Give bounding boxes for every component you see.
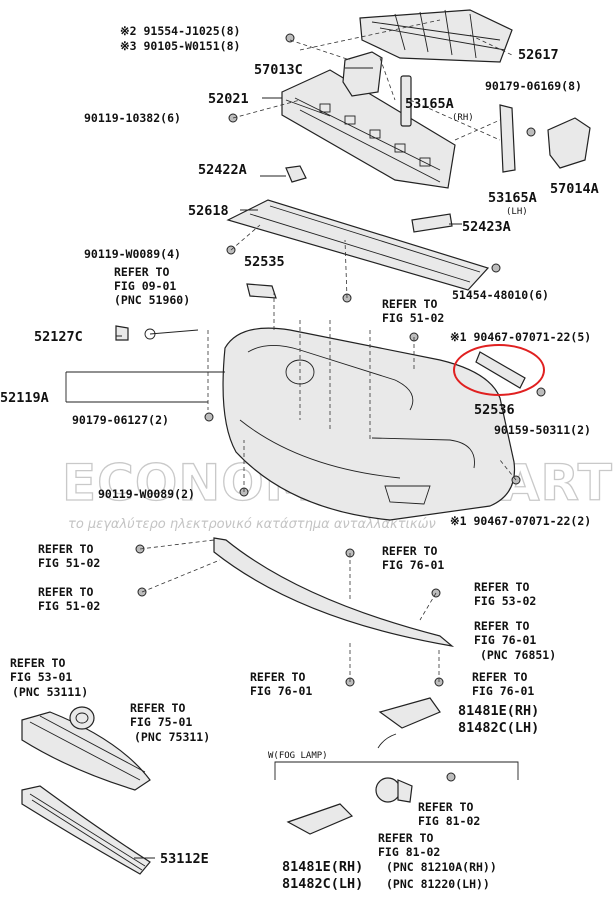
- label-refer-7601d-b: FIG 76-01: [472, 684, 534, 698]
- label-57014a: 57014A: [550, 181, 599, 197]
- part-52423a: [411, 213, 453, 233]
- label-52422a: 52422A: [198, 162, 247, 178]
- label-lh: (LH): [506, 207, 528, 217]
- label-refer-7601c-b: FIG 76-01: [250, 684, 312, 698]
- label-53165a-rh: 53165A: [405, 96, 454, 112]
- label-refer-7601d-a: REFER TO: [472, 670, 527, 684]
- leader-lines: [65, 19, 517, 859]
- label-refer-5301-c: (PNC 53111): [12, 685, 88, 699]
- part-57013c-bracket: [342, 51, 383, 97]
- label-52618: 52618: [188, 203, 229, 219]
- label-90119-w0089-2: 90119-W0089(2): [98, 487, 195, 501]
- label-refer-8102b-a: REFER TO: [378, 831, 433, 845]
- label-52119a: 52119A: [0, 390, 49, 406]
- part-fog-lamp: [375, 772, 456, 803]
- label-refer-7501-b: FIG 75-01: [130, 715, 192, 729]
- label-51454: 51454-48010(6): [452, 288, 549, 302]
- label-90119-w0089-4: 90119-W0089(4): [84, 247, 181, 261]
- label-refer-8102a-b: FIG 81-02: [418, 814, 480, 828]
- label-52021: 52021: [208, 91, 249, 107]
- part-52127c-cover: [115, 325, 199, 341]
- label-bottom-81482c: 81482C(LH): [282, 876, 363, 892]
- label-refer-7601a-b: FIG 76-01: [382, 558, 444, 572]
- label-refer-8102b-b: FIG 81-02: [378, 845, 440, 859]
- label-refer-5301-a: REFER TO: [10, 656, 65, 670]
- label-52535: 52535: [244, 254, 285, 270]
- label-90179-06169: 90179-06169(8): [485, 79, 582, 93]
- label-refer-5102c-b: FIG 51-02: [38, 599, 100, 613]
- fog-bracket-line: [274, 761, 519, 780]
- labels: ※2 91554-J1025(8) ※3 90105-W0151(8) 5261…: [0, 24, 599, 892]
- part-57014a-bracket: [547, 117, 591, 169]
- label-90159: 90159-50311(2): [494, 423, 591, 437]
- part-52021-reinforcement: [281, 69, 456, 189]
- label-refer-7601b-a: REFER TO: [474, 619, 529, 633]
- part-fog-bezel-lower: [286, 803, 354, 835]
- label-pnc-81220: (PNC 81220(LH)): [386, 877, 490, 891]
- label-refer-5302-a: REFER TO: [474, 580, 529, 594]
- label-refer-7601c-a: REFER TO: [250, 670, 305, 684]
- label-bottom-81481e: 81481E(RH): [282, 859, 363, 875]
- part-53165a-lh: [499, 104, 516, 173]
- label-fog-lamp: W(FOG LAMP): [268, 751, 328, 761]
- label-81482c-lh: 81482C(LH): [458, 720, 539, 736]
- label-refer-7601b-c: (PNC 76851): [480, 648, 556, 662]
- label-refer-8102a-a: REFER TO: [418, 800, 473, 814]
- part-53165a-rh: [400, 75, 412, 127]
- part-52119a-bumper-cover: [222, 327, 516, 521]
- label-81481e-rh: 81481E(RH): [458, 703, 539, 719]
- label-90119-10382: 90119-10382(6): [84, 111, 181, 125]
- label-refer-7601a-a: REFER TO: [382, 544, 437, 558]
- label-refer-7501-a: REFER TO: [130, 701, 185, 715]
- label-refer-5102a-b: FIG 51-02: [382, 311, 444, 325]
- part-53112e-lower-grille: [21, 785, 151, 875]
- label-91554: ※2 91554-J1025(8): [120, 24, 240, 38]
- label-refer-0901-b: FIG 09-01: [114, 279, 176, 293]
- label-refer-5102b-b: FIG 51-02: [38, 556, 100, 570]
- label-52127c: 52127C: [34, 329, 83, 345]
- part-52535: [246, 283, 277, 299]
- part-81481e-fog-bezel: [378, 697, 441, 729]
- label-refer-7501-c: (PNC 75311): [134, 730, 210, 744]
- part-emblem: [69, 706, 95, 730]
- label-refer-5301-b: FIG 53-01: [10, 670, 72, 684]
- watermark-tagline: το μεγαλύτερο ηλεκτρονικό κατάστημα αντα…: [68, 517, 436, 532]
- label-57013c: 57013C: [254, 62, 303, 78]
- label-90467-2: ※1 90467-07071-22(2): [450, 514, 591, 528]
- label-90105: ※3 90105-W0151(8): [120, 39, 240, 53]
- label-rh: (RH): [452, 113, 474, 123]
- label-52617: 52617: [518, 47, 559, 63]
- label-refer-5102a-a: REFER TO: [382, 297, 437, 311]
- label-90467-5: ※1 90467-07071-22(5): [450, 330, 591, 344]
- label-pnc-81210a: (PNC 81210A(RH)): [386, 860, 497, 874]
- label-refer-7601b-b: FIG 76-01: [474, 633, 536, 647]
- part-lower-spoiler: [213, 537, 455, 647]
- label-refer-5102c-a: REFER TO: [38, 585, 93, 599]
- label-refer-5302-b: FIG 53-02: [474, 594, 536, 608]
- highlight-ring: [453, 344, 545, 396]
- part-52422a: [285, 165, 307, 183]
- label-90179-06127: 90179-06127(2): [72, 413, 169, 427]
- label-52536: 52536: [474, 402, 515, 418]
- label-53165a-lh: 53165A: [488, 190, 537, 206]
- label-refer-0901-a: REFER TO: [114, 265, 169, 279]
- part-52617-absorber: [359, 9, 513, 63]
- part-52618-undercover: [226, 199, 490, 291]
- arrow-fog: [377, 733, 397, 749]
- label-refer-5102b-a: REFER TO: [38, 542, 93, 556]
- label-refer-0901-c: (PNC 51960): [114, 293, 190, 307]
- label-52423a: 52423A: [462, 219, 511, 235]
- part-52536-retainer: [475, 351, 526, 389]
- label-53112e: 53112E: [160, 851, 209, 867]
